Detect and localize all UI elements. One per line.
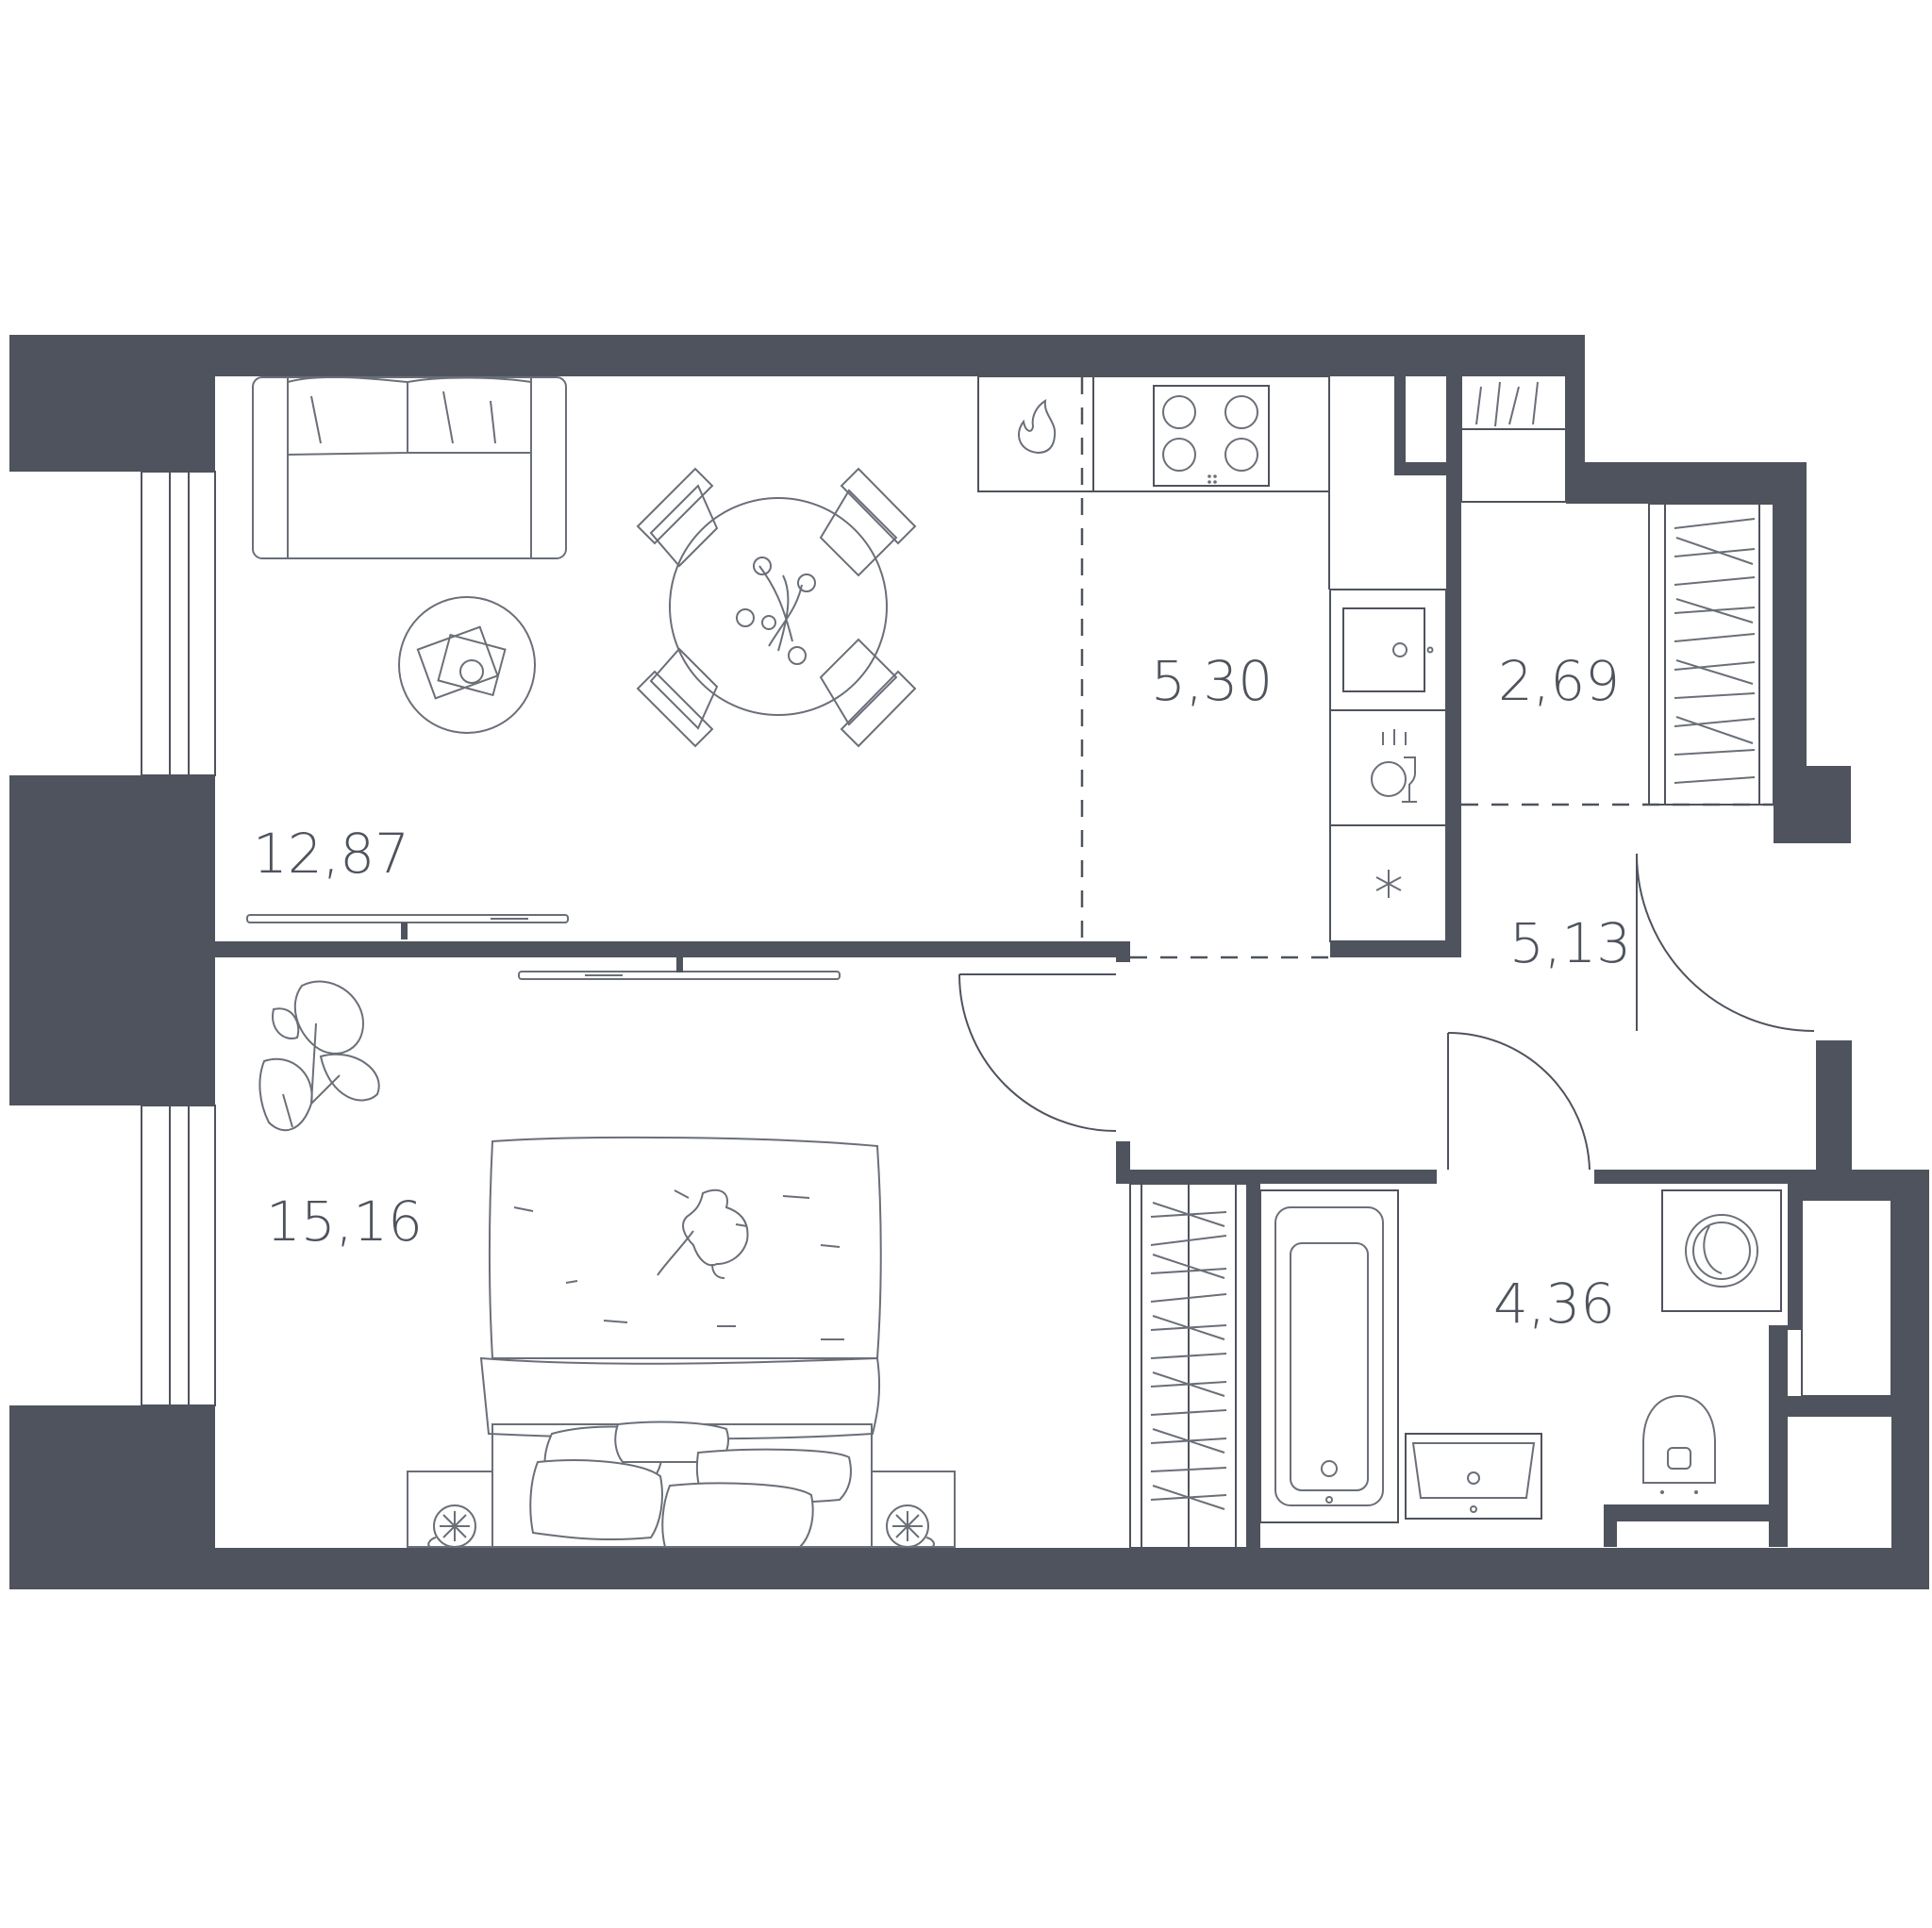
door-bathroom	[1447, 1032, 1591, 1171]
bed-icon	[479, 1136, 882, 1548]
area-label-kitchen: 5,30	[1151, 649, 1273, 713]
bedside-lamp-icon	[407, 1471, 493, 1548]
doors	[958, 853, 1815, 1171]
dining-table-icon	[669, 497, 888, 716]
plant-icon	[258, 980, 380, 1132]
area-label-bedroom: 15,16	[266, 1189, 423, 1254]
wardrobe-icon	[1648, 503, 1774, 806]
bathtub-icon	[1259, 1189, 1399, 1523]
window-bath	[1801, 1199, 1892, 1397]
dishwasher-icon	[1371, 729, 1417, 803]
door-entrance	[1636, 853, 1815, 1032]
area-labels: 12,87 5,30 2,69 5,13 15,16 4,36	[253, 649, 1631, 1336]
chair-icon	[819, 467, 917, 577]
area-label-hall: 5,13	[1509, 911, 1631, 975]
chair-icon	[636, 467, 719, 568]
windows	[141, 471, 1892, 1406]
bathroom-furniture	[1259, 1189, 1782, 1523]
fridge-icon	[1375, 870, 1402, 898]
bedside-lamp-icon	[871, 1471, 956, 1548]
wardrobe-room-furniture	[1460, 374, 1774, 806]
washbasin-icon	[1405, 1433, 1542, 1520]
chair-icon	[819, 638, 917, 748]
area-label-wardrobe: 2,69	[1498, 649, 1620, 713]
toilet-icon	[1642, 1394, 1716, 1494]
washing-machine-icon	[1661, 1189, 1782, 1312]
kitchen-furniture	[977, 375, 1447, 942]
sofa-icon	[252, 375, 567, 559]
window-bedroom	[141, 1105, 216, 1406]
tv-icon	[518, 956, 841, 980]
cat-icon	[657, 1188, 749, 1279]
sink-icon	[1342, 607, 1434, 692]
bedroom-furniture	[258, 980, 1248, 1549]
cooktop-icon	[1153, 385, 1270, 487]
coffee-table-icon	[398, 596, 536, 734]
wardrobe-icon	[1129, 1183, 1248, 1549]
living-furniture	[246, 375, 917, 980]
area-label-bathroom: 4,36	[1493, 1271, 1615, 1336]
area-label-living: 12,87	[253, 822, 409, 886]
chair-icon	[636, 647, 719, 748]
door-bedroom	[958, 973, 1117, 1132]
tv-icon	[246, 914, 569, 939]
zone-boundaries	[1080, 377, 1774, 959]
walls	[9, 335, 1929, 1589]
window-living	[141, 471, 216, 776]
stove-flame-icon	[1018, 399, 1057, 455]
